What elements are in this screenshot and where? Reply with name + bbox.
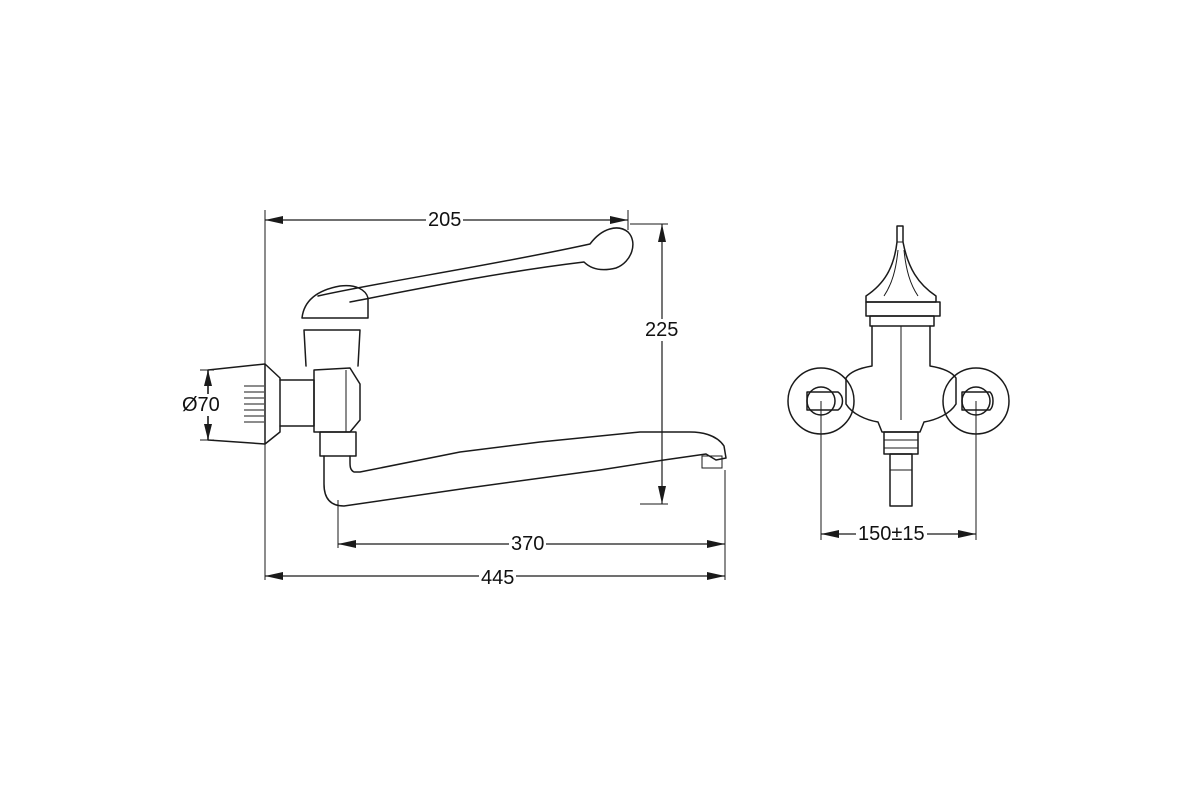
front-lever <box>865 225 937 303</box>
lever-handle <box>317 227 634 303</box>
spout-swivel <box>319 431 357 457</box>
dimension-lines-side <box>204 216 725 580</box>
mixer-body <box>303 329 361 367</box>
cartridge-cap <box>301 284 369 319</box>
dimension-label-370: 370 <box>509 533 547 555</box>
front-spout-nut <box>883 431 919 455</box>
dimension-label-205: 205 <box>426 209 464 231</box>
dimension-label-225: 225 <box>643 319 681 341</box>
dimension-label-445: 445 <box>479 567 517 589</box>
side-view <box>200 210 727 580</box>
front-view <box>787 225 1010 540</box>
front-spout <box>889 453 913 507</box>
spout <box>323 431 727 507</box>
body-nut <box>313 367 361 433</box>
eccentric-connector <box>279 379 315 427</box>
dimension-label-diameter: Ø70 <box>180 394 222 416</box>
dimension-label-150: 150±15 <box>856 523 927 545</box>
